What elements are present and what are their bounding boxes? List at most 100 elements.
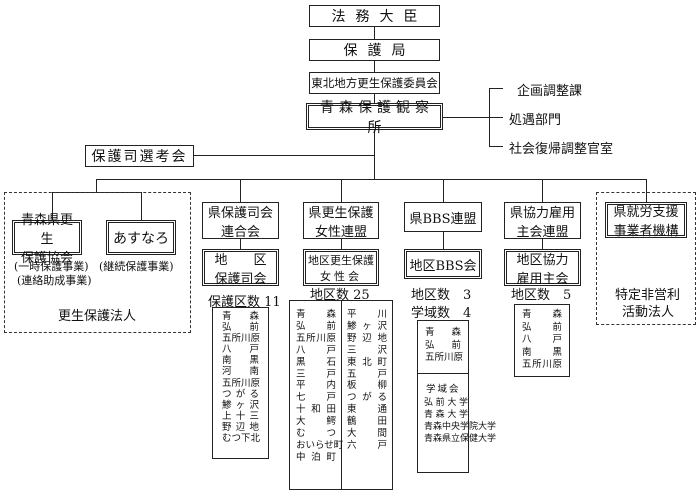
spine-line (374, 26, 375, 110)
rehab-association-box: 青森県更生 保護協会 (12, 213, 82, 266)
local-hogoshi-box: 地 区 保護司会 (202, 249, 279, 287)
continuing-protection-note: (継続保護事業) (99, 260, 174, 273)
bbs-list-box (417, 320, 469, 473)
womens-federation-box: 県更生保護 女性連盟 (303, 202, 379, 240)
drop-bbs (443, 179, 444, 202)
hogoshi-district-item: 南黒 (222, 355, 259, 367)
rehab-corps-group (4, 192, 191, 333)
womens-district-item: 板柳 (347, 380, 387, 392)
hogoshi-district-item: つがる (222, 388, 259, 400)
womens-district-item: 平内 (296, 380, 336, 392)
probation-office-box: 青森保護観察所 (306, 100, 443, 136)
bbs-school-list: 弘前大学青森大学青森中央学院大学青森県立保健大学 (424, 397, 497, 445)
local-employers-line2: 雇用主会 (516, 271, 569, 287)
commission-box: 東北地方更生保護委員会 (309, 72, 440, 94)
bus-line (96, 179, 646, 180)
employers-district-item: 弘前 (522, 321, 562, 333)
drop-employers (542, 179, 543, 202)
bbs-school-item: 弘前大学 (424, 398, 468, 408)
minister-box: 法務大臣 (309, 5, 440, 27)
womens-district-item: 中泊町 (296, 451, 336, 463)
hogoshi-district-item: 五所川原 (222, 333, 261, 345)
branch-connector (443, 117, 489, 118)
hogoshi-district-list-box (212, 307, 269, 459)
bbs-federation-box: 県BBS連盟 (404, 202, 482, 232)
rehab-association-line2: 保護協会 (20, 251, 73, 266)
rehab-drop-1 (52, 192, 53, 220)
womens-district-item: 東通 (347, 404, 387, 416)
womens-federation-line2: 女性連盟 (314, 224, 367, 240)
bbs-schools-header: 学域会 (426, 384, 461, 395)
drop-rehab (96, 179, 97, 192)
hogoshi-federation-line2: 連合会 (220, 224, 260, 240)
bbs-school-item: 青森県立保健大学 (424, 434, 497, 444)
employers-count: 地区数 5 (511, 288, 572, 303)
hogoshi-district-item: 野辺地 (222, 421, 259, 433)
bbs-district-item: 弘前 (425, 339, 461, 351)
hogoshi-district-item: 河南 (222, 366, 259, 378)
npo-label-line1: 特定非営利 (615, 288, 681, 303)
rehab-association-line1: 青森県更生 (20, 213, 73, 247)
womens-district-item: 鶴田 (347, 416, 387, 428)
local-womens-box: 地区更生保護 女性会 (303, 249, 379, 286)
branch-tick-2 (489, 117, 503, 118)
womens-district-list-2: 平川鯵ヶ沢野辺地三沢東北町五戸板柳つがる東通鶴田大間六戸 (347, 309, 387, 452)
branch-tick-1 (489, 88, 503, 89)
womens-district-item: 東北町 (347, 356, 387, 368)
womens-district-item: 八戸 (296, 344, 336, 356)
npo-label-line2: 活動法人 (622, 305, 675, 320)
hogoshi-district-item: 弘前 (222, 322, 259, 334)
hogoshi-district-item: 五所川原 (222, 377, 261, 389)
womens-district-list-1: 青森弘前五所川原八戸黒石三戸平内七戸十和田大鰐むつおいらせ町中泊町 (296, 309, 343, 464)
womens-district-item: 大間 (347, 428, 387, 440)
womens-district-item: 黒石 (296, 356, 336, 368)
local-hogoshi-line1: 地 区 (214, 252, 267, 268)
womens-district-item: 六戸 (347, 439, 387, 451)
committee-connector (194, 155, 374, 156)
bbs-district-item: 五所川原 (425, 352, 464, 363)
branch-treatment: 処遇部門 (509, 113, 562, 128)
local-womens-line1: 地区更生保護 (308, 253, 374, 267)
womens-count: 地区数 25 (310, 288, 370, 303)
bbs-count-schools: 学域数 4 (411, 306, 472, 321)
employers-district-item: 八戸 (522, 334, 562, 346)
womens-district-item: むつ (296, 428, 336, 440)
bbs-school-item: 青森中央学院大学 (424, 422, 497, 432)
womens-district-item: 十和田 (296, 404, 336, 416)
employers-list-box (514, 304, 570, 377)
branch-reintegration: 社会復帰調整官室 (509, 142, 614, 157)
rehab-drop-2 (141, 192, 142, 220)
womens-district-item: 七戸 (296, 392, 336, 404)
employers-district-list: 青森弘前八戸南黒五所川原 (522, 309, 562, 372)
womens-district-item: 平川 (347, 309, 387, 320)
womens-district-item: 三戸 (296, 368, 336, 380)
bbs-list-divider (417, 373, 469, 374)
drop-womens (341, 179, 342, 202)
bbs-district-list: 青森弘前五所川原 (425, 327, 464, 365)
bureau-box: 保護局 (309, 39, 440, 61)
drop-npo (646, 179, 647, 202)
hogoshi-district-item: 青森 (222, 311, 259, 322)
bbs-link (443, 232, 444, 249)
womens-list-divider (341, 300, 342, 490)
employers-link (542, 239, 543, 249)
employment-support-box: 県就労支援 事業者機構 (605, 202, 687, 239)
womens-district-item: 五戸 (347, 368, 387, 380)
employers-district-item: 南黒 (522, 346, 562, 358)
branch-planning: 企画調整課 (517, 84, 583, 99)
local-womens-line2: 女性会 (320, 269, 362, 283)
temp-protection-note: (一時保護事業) (14, 260, 89, 273)
womens-district-item: 大鰐 (296, 416, 336, 428)
local-hogoshi-line2: 保護司会 (214, 271, 267, 287)
bbs-school-item: 青森大学 (424, 410, 468, 420)
bbs-count-districts: 地区数 3 (411, 288, 472, 303)
hogoshi-district-item: 鯵ヶ沢 (222, 399, 259, 411)
hogoshi-link (240, 239, 241, 249)
womens-district-item: 野辺地 (347, 332, 387, 344)
womens-district-item: 三沢 (347, 344, 387, 356)
hogoshi-district-list: 青森弘前五所川原八戸南黒河南五所川原つがる鯵ヶ沢上十三野辺地むつ下北 (222, 311, 261, 444)
womens-district-item: 鯵ヶ沢 (347, 320, 387, 332)
womens-link (341, 239, 342, 249)
hogoshi-district-item: 八戸 (222, 344, 259, 356)
employers-district-item: 青森 (522, 309, 562, 320)
